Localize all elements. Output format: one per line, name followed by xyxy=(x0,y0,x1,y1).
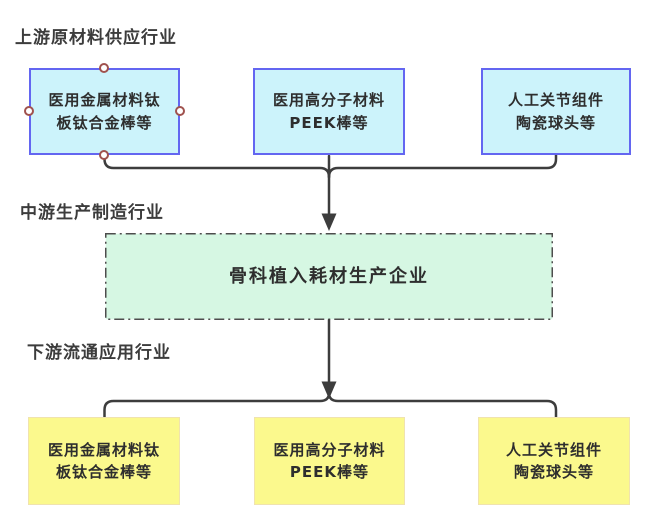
upstream-section-label[interactable]: 上游原材料供应行业 xyxy=(15,28,177,48)
downstream-box-metal[interactable]: 医用金属材料钛 板钛合金棒等 xyxy=(28,417,180,505)
connection-handle-top[interactable] xyxy=(99,63,109,73)
downstream-right-branch[interactable] xyxy=(327,391,558,419)
upstream-right-branch[interactable] xyxy=(327,153,558,179)
arrowhead-down-bottom-icon xyxy=(321,381,337,399)
midstream-section-label[interactable]: 中游生产制造行业 xyxy=(20,203,164,223)
midstream-box[interactable]: 骨科植入耗材生产企业 xyxy=(229,266,429,287)
connection-handle-bottom[interactable] xyxy=(99,150,109,160)
arrowhead-down-top-icon xyxy=(321,213,337,231)
downstream-box-polymer[interactable]: 医用高分子材料 PEEK棒等 xyxy=(254,417,405,505)
downstream-section-label[interactable]: 下游流通应用行业 xyxy=(27,343,171,363)
midstream-box-border xyxy=(105,233,553,320)
downstream-left-branch[interactable] xyxy=(103,391,331,419)
downstream-split-connector[interactable] xyxy=(103,318,558,419)
upstream-box-metal[interactable]: 医用金属材料钛 板钛合金棒等 xyxy=(29,68,180,155)
connection-handle-right[interactable] xyxy=(175,106,185,116)
downstream-box-joint[interactable]: 人工关节组件 陶瓷球头等 xyxy=(478,417,630,505)
upstream-box-joint[interactable]: 人工关节组件 陶瓷球头等 xyxy=(481,68,631,155)
upstream-box-polymer[interactable]: 医用高分子材料 PEEK棒等 xyxy=(253,68,405,155)
connection-handle-left[interactable] xyxy=(24,106,34,116)
upstream-left-branch[interactable] xyxy=(103,153,331,179)
upstream-merge-connector[interactable] xyxy=(103,153,558,231)
